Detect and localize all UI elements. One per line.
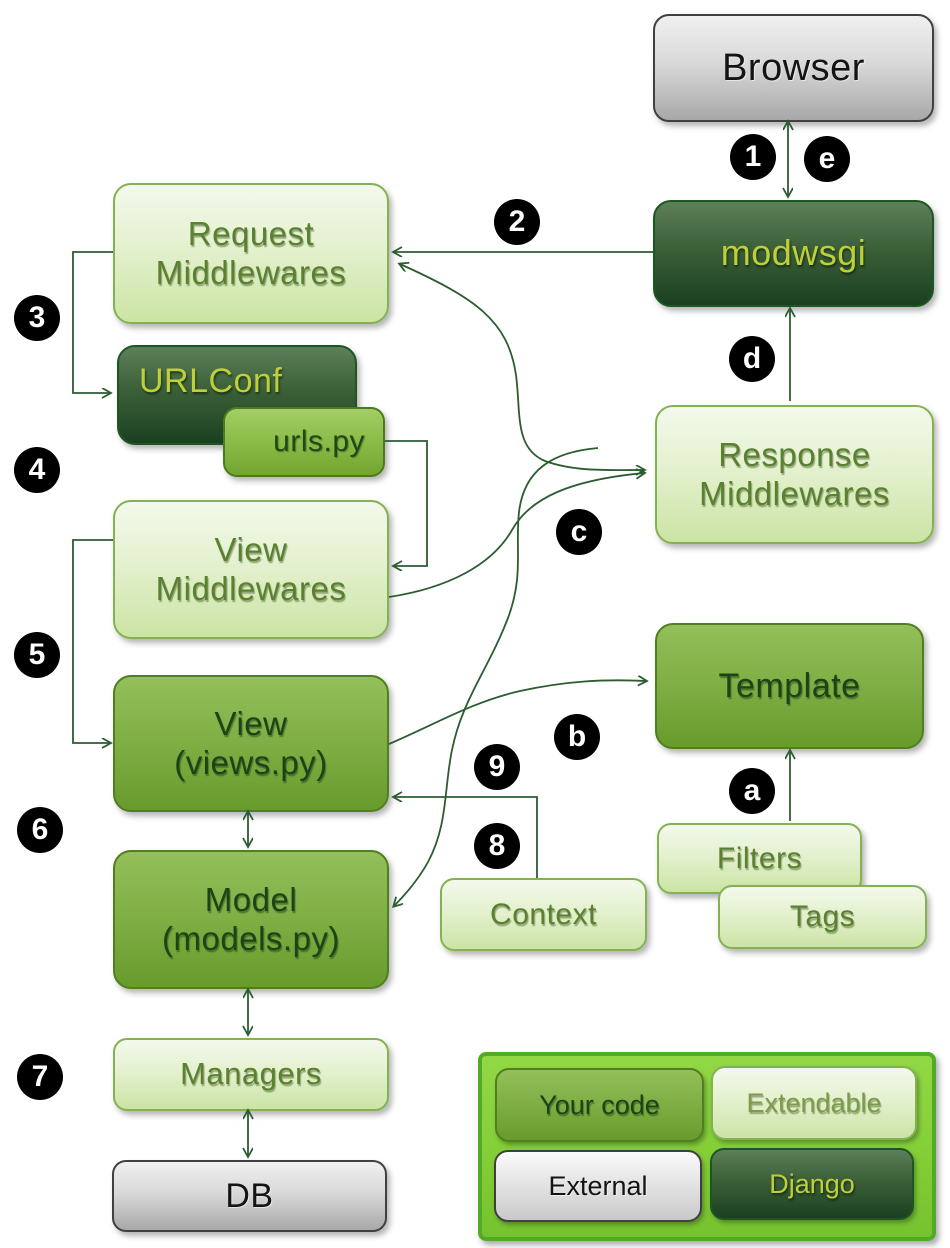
node-browser: Browser (653, 14, 934, 122)
edge-curve-requestmw-responsemw (400, 264, 644, 470)
node-view-middlewares-line2: Middlewares (155, 569, 347, 607)
step-a-badge: a (729, 768, 775, 814)
edge-curve-b-template (388, 680, 646, 745)
legend-external-label: External (548, 1170, 648, 1201)
node-response-middlewares-line1: Response (718, 435, 871, 473)
step-9-label: 9 (488, 750, 506, 783)
step-5-label: 5 (28, 638, 46, 671)
step-c-badge: c (556, 509, 602, 555)
step-d-label: d (742, 342, 762, 375)
step-b-badge: b (554, 714, 600, 760)
edge-curve-c-responsemw (388, 473, 644, 598)
node-urls-py: urls.py (223, 407, 385, 477)
legend-django-label: Django (769, 1168, 855, 1199)
step-8-label: 8 (488, 829, 506, 862)
step-b-label: b (567, 720, 587, 753)
node-db-label: DB (225, 1176, 274, 1215)
step-9-badge: 9 (474, 744, 520, 790)
node-view-line1: View (214, 704, 288, 742)
node-response-middlewares-line2: Middlewares (699, 474, 890, 512)
node-urlconf-label: URLConf (139, 362, 283, 400)
node-template: Template (655, 623, 924, 749)
node-request-middlewares-line1: Request (187, 214, 315, 252)
step-3-label: 3 (28, 301, 46, 334)
step-6-badge: 6 (17, 807, 63, 853)
step-e-badge: e (804, 136, 850, 182)
legend-your-code-label: Your code (539, 1089, 660, 1120)
legend-your-code: Your code (495, 1068, 704, 1142)
node-view-middlewares: View Middlewares (113, 500, 389, 639)
step-2-label: 2 (508, 205, 526, 238)
node-modwsgi: modwsgi (653, 200, 934, 307)
node-filters-label: Filters (716, 841, 803, 875)
step-d-badge: d (729, 336, 775, 382)
node-request-middlewares: Request Middlewares (113, 183, 389, 324)
node-context: Context (440, 878, 647, 951)
node-response-middlewares: Response Middlewares (655, 405, 934, 544)
legend-external: External (494, 1150, 702, 1222)
legend-extendable: Extendable (711, 1066, 917, 1140)
edge-5-elbow (72, 539, 113, 743)
step-4-label: 4 (28, 453, 46, 486)
step-3-badge: 3 (14, 295, 60, 341)
step-7-label: 7 (31, 1060, 49, 1093)
step-7-badge: 7 (17, 1054, 63, 1100)
node-view-middlewares-line1: View (214, 530, 288, 568)
step-2-badge: 2 (494, 199, 540, 245)
node-browser-label: Browser (722, 46, 865, 89)
node-db: DB (112, 1160, 387, 1232)
step-8-badge: 8 (474, 823, 520, 869)
step-e-label: e (818, 142, 836, 175)
node-tags-label: Tags (789, 900, 856, 934)
node-managers: Managers (113, 1038, 389, 1111)
legend-panel: Your code Extendable External Django (478, 1052, 936, 1241)
legend-extendable-label: Extendable (746, 1087, 882, 1118)
step-1-label: 1 (744, 140, 762, 173)
node-tags: Tags (718, 885, 927, 949)
node-context-label: Context (490, 897, 597, 931)
node-request-middlewares-line2: Middlewares (155, 253, 347, 291)
node-modwsgi-label: modwsgi (720, 232, 867, 274)
node-view-line2: (views.py) (174, 743, 328, 781)
step-5-badge: 5 (14, 632, 60, 678)
node-urls-py-label: urls.py (273, 425, 365, 459)
step-4-badge: 4 (14, 447, 60, 493)
node-model: Model (models.py) (113, 850, 389, 989)
node-model-line1: Model (204, 880, 298, 918)
node-view: View (views.py) (113, 675, 389, 812)
step-a-label: a (743, 774, 761, 807)
edge-4-elbow (385, 440, 428, 566)
legend-django: Django (710, 1148, 914, 1220)
node-managers-label: Managers (180, 1056, 322, 1092)
step-6-label: 6 (31, 813, 49, 846)
edge-3-elbow (72, 251, 113, 393)
node-filters: Filters (657, 823, 862, 894)
node-template-label: Template (718, 666, 861, 705)
step-c-label: c (570, 515, 588, 548)
step-1-badge: 1 (730, 134, 776, 180)
node-model-line2: (models.py) (162, 919, 340, 957)
